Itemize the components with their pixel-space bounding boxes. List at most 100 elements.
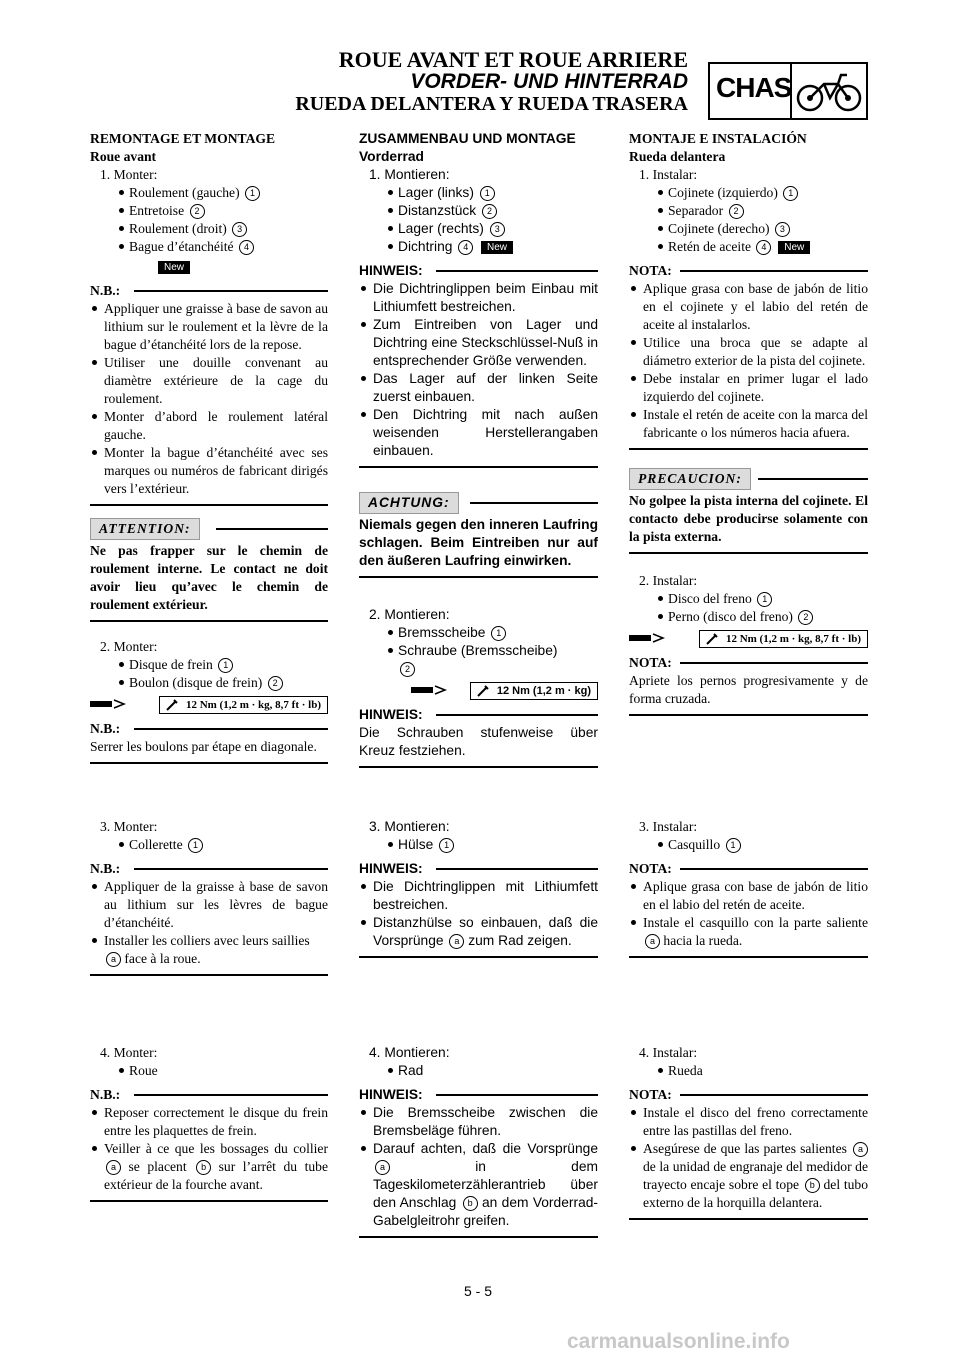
- note-header: N.B.:: [90, 720, 328, 738]
- note-bullet: Utiliser une douille convenant au diamèt…: [90, 354, 328, 408]
- divider: [629, 1218, 868, 1220]
- note-bullet: Aplique grasa con base de jabón de litio…: [629, 878, 868, 914]
- section-heading: ZUSAMMENBAU UND MONTAGE: [359, 131, 576, 146]
- de-section-2: 2. Montieren: Bremsscheibe 1 Schraube (B…: [359, 606, 598, 768]
- list-item: Perno (disco del freno) 2: [629, 608, 868, 626]
- note-bullet: Instale el casquillo con la parte salien…: [629, 914, 868, 950]
- de-section-4: 4. Montieren: Rad HINWEIS: Die Bremssche…: [359, 1044, 598, 1238]
- title-fr: ROUE AVANT ET ROUE ARRIERE: [338, 47, 688, 72]
- divider: [629, 714, 868, 716]
- step-label: 1. Monter:: [100, 167, 158, 182]
- divider: [90, 974, 328, 976]
- wrench-icon: [706, 633, 718, 645]
- note-header: HINWEIS:: [359, 262, 598, 280]
- list-item: Rad: [359, 1062, 598, 1080]
- fr-section-3: 3. Monter: Collerette 1 N.B.: Appliquer …: [90, 818, 328, 976]
- divider: [90, 504, 328, 506]
- note-bullet: Asegúrese de que las partes salientes a …: [629, 1140, 868, 1212]
- list-item: Schraube (Bremsscheibe)2: [359, 642, 598, 678]
- step-label: 4. Instalar:: [639, 1045, 698, 1060]
- note-header: HINWEIS:: [359, 706, 598, 724]
- divider: [629, 956, 868, 958]
- step-label: 1. Instalar:: [639, 167, 698, 182]
- divider: [90, 762, 328, 764]
- list-item: Boulon (disque de frein) 2: [90, 674, 328, 692]
- list-item: Bague d’étanchéité 4: [90, 238, 328, 256]
- fr-section-2: 2. Monter: Disque de frein 1 Boulon (dis…: [90, 638, 328, 764]
- section-badge: CHAS: [708, 62, 868, 120]
- list-item: Collerette 1: [90, 836, 328, 854]
- note-bullet: Die Bremsscheibe zwischen die Bremsbeläg…: [359, 1104, 598, 1140]
- bolt-tighten-icon: [411, 685, 448, 695]
- caution-header: ACHTUNG:: [359, 492, 598, 516]
- es-section-2: 2. Instalar: Disco del freno 1 Perno (di…: [629, 572, 868, 716]
- note-bullet: Monter d’abord le roulement latéral gauc…: [90, 408, 328, 444]
- note-bullet: Utilice una broca que se adapte al diáme…: [629, 334, 868, 370]
- torque-spec: 12 Nm (1,2 m · kg, 8,7 ft · lb): [90, 696, 328, 714]
- note-bullet: Installer les colliers avec leurs sailli…: [90, 932, 328, 968]
- note-text: Die Schrauben stufenweise über Kreuz fes…: [359, 725, 598, 758]
- torque-value: 12 Nm (1,2 m · kg, 8,7 ft · lb): [158, 696, 328, 714]
- note-header: HINWEIS:: [359, 1086, 598, 1104]
- section-subheading: Roue avant: [90, 149, 157, 164]
- note-header: NOTA:: [629, 262, 868, 280]
- list-item: Roue: [90, 1062, 328, 1080]
- divider: [359, 766, 598, 768]
- caution-header: PRECAUCION:: [629, 468, 868, 492]
- new-tag: New: [158, 261, 191, 275]
- torque-spec: 12 Nm (1,2 m · kg, 8,7 ft · lb): [629, 630, 868, 648]
- step-label: 4. Monter:: [100, 1045, 158, 1060]
- step-label: 1. Montieren:: [369, 167, 450, 182]
- wrench-icon: [477, 685, 489, 697]
- section-heading: REMONTAGE ET MONTAGE: [90, 131, 276, 146]
- section-subheading: Vorderrad: [359, 149, 424, 164]
- note-bullet: Veiller à ce que les bossages du collier…: [90, 1140, 328, 1194]
- list-item: Cojinete (izquierdo) 1: [629, 184, 868, 202]
- list-item: Disque de frein 1: [90, 656, 328, 674]
- new-tag: New: [778, 241, 811, 255]
- fr-section-1: REMONTAGE ET MONTAGE Roue avant 1. Monte…: [90, 130, 328, 622]
- caution-text: Ne pas frapper sur le chemin de roulemen…: [90, 543, 328, 612]
- divider: [359, 466, 598, 468]
- es-section-3: 3. Instalar: Casquillo 1 NOTA: Aplique g…: [629, 818, 868, 958]
- badge-divider: [790, 64, 792, 118]
- de-section-1: ZUSAMMENBAU UND MONTAGE Vorderrad 1. Mon…: [359, 130, 598, 578]
- torque-spec: 12 Nm (1,2 m · kg): [411, 682, 598, 700]
- divider: [629, 552, 868, 554]
- note-header: N.B.:: [90, 282, 328, 300]
- note-header: NOTA:: [629, 654, 868, 672]
- note-header: N.B.:: [90, 860, 328, 878]
- note-bullet: Die Dichtringlippen mit Lithiumfett best…: [359, 878, 598, 914]
- list-item: Bremsscheibe 1: [359, 624, 598, 642]
- caution-text: No golpee la pista interna del cojinete.…: [629, 493, 868, 544]
- page-number: 5 - 5: [464, 1283, 493, 1299]
- torque-value: 12 Nm (1,2 m · kg): [469, 682, 598, 700]
- divider: [90, 620, 328, 622]
- list-item: Entretoise 2: [90, 202, 328, 220]
- watermark-text: carmanualsonline.info: [567, 1330, 790, 1353]
- title-es: RUEDA DELANTERA Y RUEDA TRASERA: [295, 93, 688, 115]
- list-item: Retén de aceite 4 New: [629, 238, 868, 256]
- note-bullet: Aplique grasa con base de jabón de litio…: [629, 280, 868, 334]
- list-item: Separador 2: [629, 202, 868, 220]
- title-de: VORDER- UND HINTERRAD: [410, 70, 688, 93]
- list-item: Roulement (gauche) 1: [90, 184, 328, 202]
- step-label: 2. Montieren:: [369, 607, 450, 622]
- step-label: 3. Montieren:: [369, 819, 450, 834]
- note-header: NOTA:: [629, 1086, 868, 1104]
- note-bullet: Debe instalar en primer lugar el lado iz…: [629, 370, 868, 406]
- step-label: 2. Instalar:: [639, 573, 698, 588]
- motorcycle-icon: [796, 73, 862, 112]
- divider: [629, 448, 868, 450]
- fr-section-4: 4. Monter: Roue N.B.: Reposer correcteme…: [90, 1044, 328, 1202]
- de-section-3: 3. Montieren: Hülse 1 HINWEIS: Die Dicht…: [359, 818, 598, 958]
- bolt-tighten-icon: [629, 633, 666, 643]
- note-bullet: Das Lager auf der linken Seite zuerst ei…: [359, 370, 598, 406]
- section-badge-label: CHAS: [716, 72, 792, 103]
- step-label: 4. Montieren:: [369, 1045, 450, 1060]
- note-text: Apriete los pernos progresivamente y de …: [629, 673, 868, 706]
- section-subheading: Rueda delantera: [629, 149, 726, 164]
- caution-header: ATTENTION:: [90, 518, 328, 542]
- es-section-4: 4. Instalar: Rueda NOTA: Instale el disc…: [629, 1044, 868, 1220]
- list-item: Dichtring 4 New: [359, 238, 598, 256]
